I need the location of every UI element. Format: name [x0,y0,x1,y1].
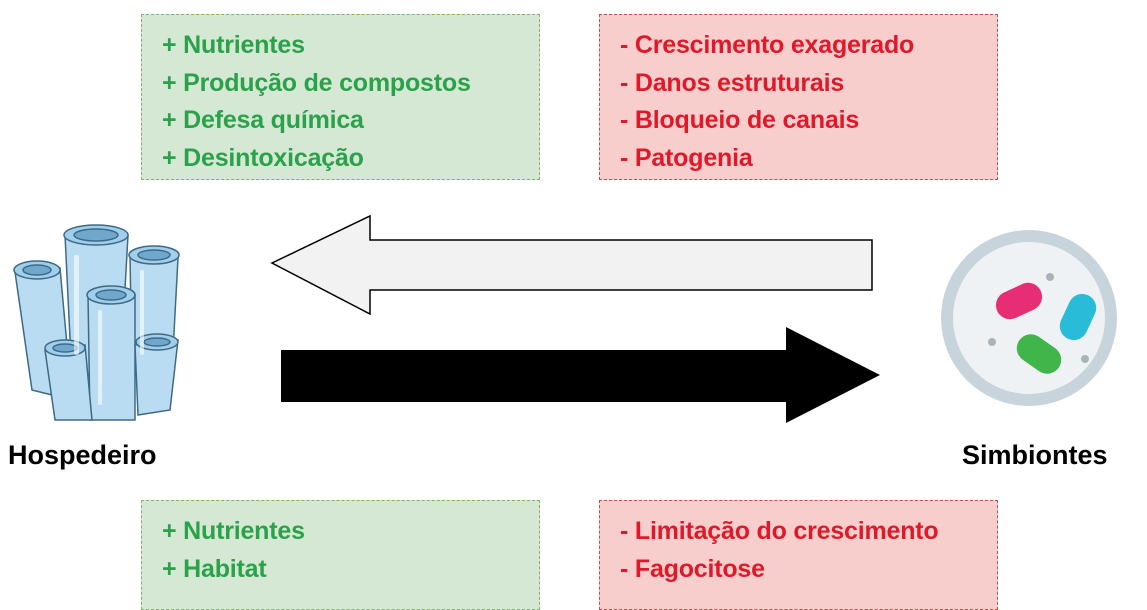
host-benefits-box: + Nutrientes + Produção de compostos + D… [141,14,540,180]
host-benefit-item: + Produção de compostos [162,68,471,97]
symbiont-benefit-item: + Habitat [162,554,267,583]
bacteria-petri-dish-icon [941,230,1117,406]
symbionts-label: Simbiontes [962,440,1108,470]
host-cost-item: - Crescimento exagerado [620,31,915,59]
host-benefit-item: + Defesa química [162,106,364,134]
host-cost-item: - Patogenia [620,143,753,172]
symbiont-cost-item: - Fagocitose [620,554,765,583]
symbiont-costs-box: - Limitação do crescimento - Fagocitose [599,500,998,610]
host-cost-item: - Bloqueio de canais [620,106,860,134]
sponge-icon [13,224,180,421]
host-label: Hospedeiro [8,440,157,470]
host-benefit-item: + Nutrientes [162,31,305,59]
symbiont-benefits-box: + Nutrientes + Habitat [141,500,540,610]
arrow-left-shape [270,214,873,316]
arrow-right-shape [281,327,880,423]
host-costs-box: - Crescimento exagerado - Danos estrutur… [599,14,998,180]
symbiont-benefit-item: + Nutrientes [162,517,305,545]
host-benefit-item: + Desintoxicação [162,143,364,172]
symbiont-cost-item: - Limitação do crescimento [620,517,939,545]
arrow-to-host [270,214,873,316]
host-cost-item: - Danos estruturais [620,68,845,97]
arrow-to-symbionts [281,327,880,423]
